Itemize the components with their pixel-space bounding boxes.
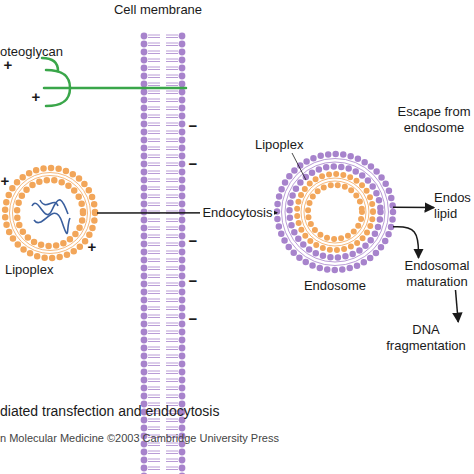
dna-strand — [34, 213, 70, 233]
dna-strand — [40, 200, 58, 206]
arrow-connector — [393, 206, 434, 208]
dna-strand — [32, 200, 68, 215]
node-label: Lipoplex — [5, 262, 53, 278]
lipid-heads — [308, 185, 362, 239]
lipoplex: Lipoplex — [297, 174, 373, 250]
node-label: Escape from endosome — [394, 104, 474, 136]
copyright-note: n Molecular Medicine ©2003 Cambridge Uni… — [0, 432, 279, 444]
lipid-heads — [297, 174, 373, 250]
proteoglycan-chain — [44, 87, 70, 90]
charge-sign: − — [189, 310, 198, 327]
charge-sign: − — [189, 232, 198, 249]
charge-sign: − — [189, 272, 198, 289]
node-label: Endos lipid — [434, 190, 474, 222]
arrow-connector — [456, 290, 459, 322]
inner-lipoplex-bilayer — [297, 174, 373, 250]
lipid-tails — [304, 181, 366, 243]
charge-sign: − — [189, 155, 198, 172]
endosome: Endosome Lipoplex — [277, 154, 393, 294]
process-step: Escape from endosome — [394, 104, 474, 136]
node-label: Cell membrane — [103, 2, 213, 18]
lipid-tails — [285, 162, 385, 262]
charge-sign: − — [189, 117, 198, 134]
leader-line — [292, 153, 306, 180]
charge-sign: + — [88, 238, 97, 255]
charge-sign: + — [1, 172, 10, 189]
lipid-heads — [17, 180, 83, 246]
lipid-tails — [10, 173, 91, 254]
lipid-tails — [301, 178, 369, 246]
lipid-tails — [282, 159, 389, 266]
edge-label: Endocytosis — [200, 205, 274, 221]
proteoglycan-chain — [46, 70, 70, 88]
node-label: DNA fragmentation — [380, 322, 472, 354]
dna-strand — [32, 200, 70, 234]
lipid-heads — [5, 168, 95, 258]
lipid-heads — [277, 154, 393, 270]
process-step: DNA fragmentation — [380, 322, 472, 354]
proteoglycan-chain — [46, 88, 70, 106]
node-label: Endosome — [277, 278, 393, 294]
process-step: Endosomal maturation — [400, 258, 474, 290]
proteoglycan-core — [70, 87, 186, 90]
node-label: Endosomal maturation — [400, 258, 474, 290]
lipid-heads — [290, 167, 381, 258]
charge-sign: + — [32, 88, 41, 105]
endosome-bilayer — [277, 154, 393, 270]
lipoplex-bilayer — [5, 168, 95, 258]
node-label: Lipoplex — [255, 137, 303, 153]
proteoglycan: oteoglycan — [0, 44, 90, 110]
proteoglycan-symbol — [42, 58, 186, 106]
caption: diated transfection and endocytosis — [0, 403, 219, 419]
charge-sign: + — [4, 56, 13, 73]
proteoglycan-chain — [42, 58, 58, 71]
process-step: Endos lipid — [434, 190, 474, 222]
lipid-tails — [13, 176, 88, 251]
lipoplex: Lipoplex — [3, 168, 97, 278]
arrow-connector — [393, 227, 419, 258]
